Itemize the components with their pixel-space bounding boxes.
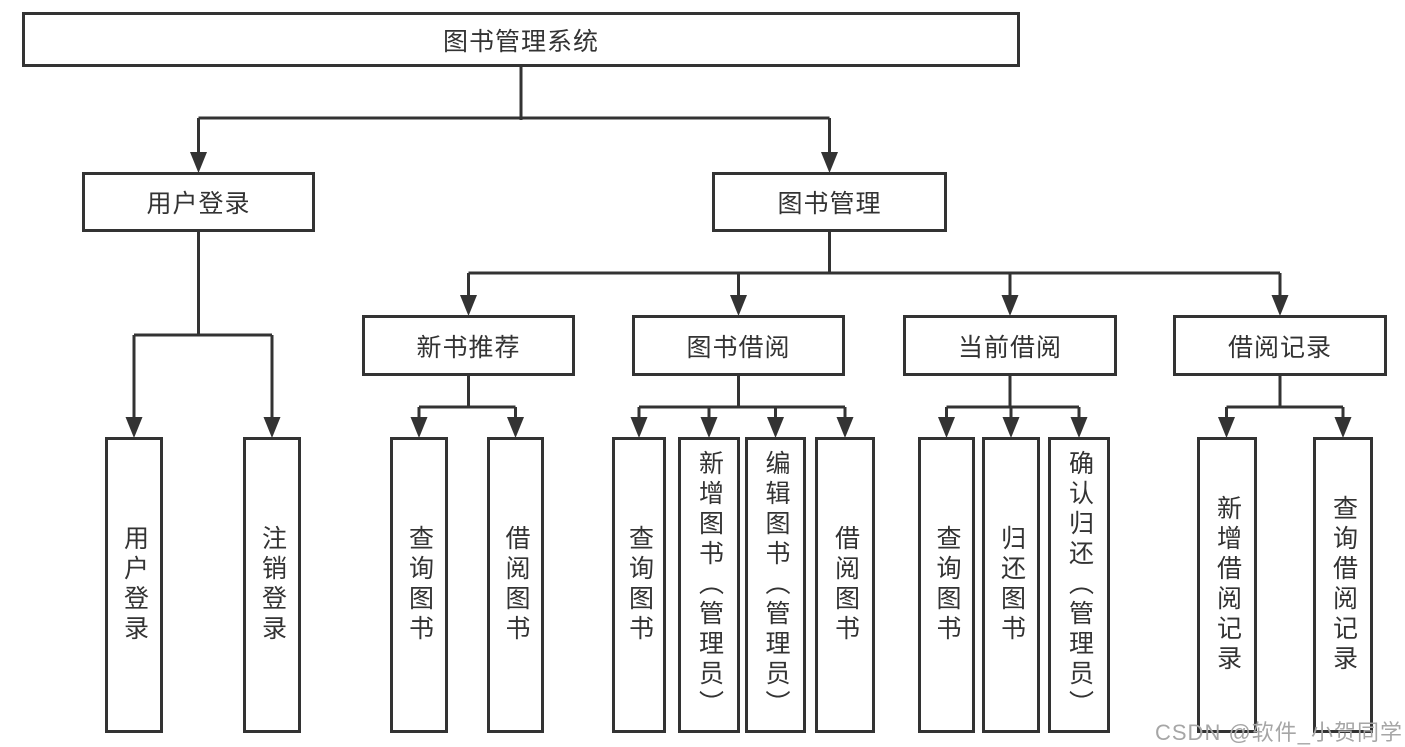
arrowheads [125, 152, 1352, 438]
leaf-user-login: 用户登录 [105, 437, 163, 733]
leaf-borrowing-add-books-admin: 新增图书（管理员） [678, 437, 740, 733]
leaf-current-return-books: 归还图书 [982, 437, 1040, 733]
leaf-recommend-query-books: 查询图书 [390, 437, 448, 733]
arrowhead [125, 417, 143, 438]
node-new-book-recommend-label: 新书推荐 [416, 333, 521, 362]
leaf-borrowing-edit-books-admin: 编辑图书（管理员） [745, 437, 806, 733]
leaf-recommend-borrow-books-label: 借阅图书 [502, 525, 530, 645]
connector-book-mgmt-to-level3 [467, 232, 1282, 298]
leaf-records-query-borrow-record: 查询借阅记录 [1313, 437, 1373, 733]
node-book-management: 图书管理 [712, 172, 947, 232]
node-book-borrowing: 图书借阅 [632, 315, 845, 376]
node-root-label: 图书管理系统 [442, 27, 599, 56]
leaf-borrowing-query-books: 查询图书 [612, 437, 666, 733]
leaf-borrowing-query-books-label: 查询图书 [625, 525, 654, 645]
connector-user-login-to-leaves [132, 232, 274, 420]
arrowhead [507, 417, 524, 438]
arrowhead [190, 152, 207, 173]
arrowhead [1002, 417, 1020, 438]
node-book-borrowing-label: 图书借阅 [686, 333, 791, 362]
node-book-management-label: 图书管理 [777, 190, 882, 218]
connector-lines [132, 67, 1345, 420]
arrowhead [767, 417, 784, 438]
node-new-book-recommend: 新书推荐 [362, 315, 575, 376]
connector-new-book-rec-to-leaves [417, 376, 517, 420]
leaf-records-query-borrow-record-label: 查询借阅记录 [1329, 495, 1358, 675]
arrowhead [1271, 295, 1289, 316]
node-current-borrowing-label: 当前借阅 [957, 333, 1062, 362]
leaf-current-return-books-label: 归还图书 [997, 525, 1026, 645]
leaf-borrowing-add-books-admin-label: 新增图书（管理员） [695, 450, 724, 720]
leaf-user-login-label: 用户登录 [120, 525, 149, 645]
node-current-borrowing: 当前借阅 [903, 315, 1117, 376]
connector-borrow-record-to-leaves [1225, 376, 1345, 420]
node-user-login-label: 用户登录 [146, 190, 251, 218]
leaf-recommend-query-books-label: 查询图书 [405, 525, 434, 645]
node-user-login: 用户登录 [82, 172, 315, 232]
arrowhead [821, 152, 838, 173]
leaf-records-add-borrow-record: 新增借阅记录 [1197, 437, 1257, 733]
arrowhead [700, 417, 718, 438]
arrowhead [938, 417, 955, 438]
leaf-logout-label: 注销登录 [258, 525, 287, 645]
connector-root-to-level2 [197, 67, 831, 155]
arrowhead [263, 417, 281, 438]
arrowhead [460, 295, 477, 316]
connector-book-borrow-to-leaves [637, 376, 847, 420]
leaf-borrowing-edit-books-admin-label: 编辑图书（管理员） [762, 450, 790, 720]
leaf-current-query-books-label: 查询图书 [933, 525, 961, 645]
csdn-watermark: CSDN @软件_小贺同学 [1155, 720, 1404, 745]
leaf-current-confirm-return-admin: 确认归还（管理员） [1048, 437, 1110, 733]
node-borrowing-records: 借阅记录 [1173, 315, 1387, 376]
leaf-logout: 注销登录 [243, 437, 301, 733]
connector-current-borrow-to-leaves [945, 376, 1081, 420]
node-root: 图书管理系统 [22, 12, 1020, 67]
leaf-records-add-borrow-record-label: 新增借阅记录 [1213, 495, 1242, 675]
node-borrowing-records-label: 借阅记录 [1227, 333, 1332, 362]
arrowhead [1334, 417, 1352, 438]
leaf-current-query-books: 查询图书 [918, 437, 975, 733]
arrowhead [836, 417, 854, 438]
leaf-current-confirm-return-admin-label: 确认归还（管理员） [1065, 450, 1094, 720]
leaf-recommend-borrow-books: 借阅图书 [487, 437, 544, 733]
arrowhead [730, 295, 747, 316]
arrowhead [1001, 295, 1019, 316]
leaf-borrowing-borrow-books-label: 借阅图书 [831, 525, 860, 645]
arrowhead [410, 417, 428, 438]
arrowhead [1070, 417, 1088, 438]
arrowhead [1218, 417, 1235, 438]
arrowhead [630, 417, 648, 438]
leaf-borrowing-borrow-books: 借阅图书 [815, 437, 875, 733]
